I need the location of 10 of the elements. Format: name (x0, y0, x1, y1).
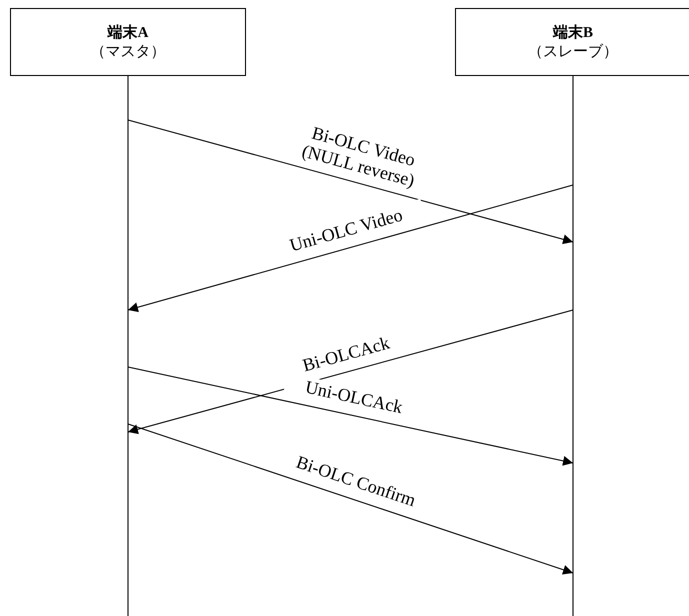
edge-label: Bi-OLC Video (NULL reverse) (299, 121, 419, 192)
message-arrow (128, 120, 574, 244)
message-arrow (128, 366, 574, 466)
participant-name: 端末B (552, 23, 593, 42)
message-arrow (128, 310, 574, 434)
participant-role: （スレーブ） (528, 42, 618, 61)
message-arrow (128, 424, 574, 575)
participant-name: 端末A (108, 23, 148, 42)
participant-role: （マスタ） (90, 43, 166, 61)
message-arrow (128, 184, 574, 312)
